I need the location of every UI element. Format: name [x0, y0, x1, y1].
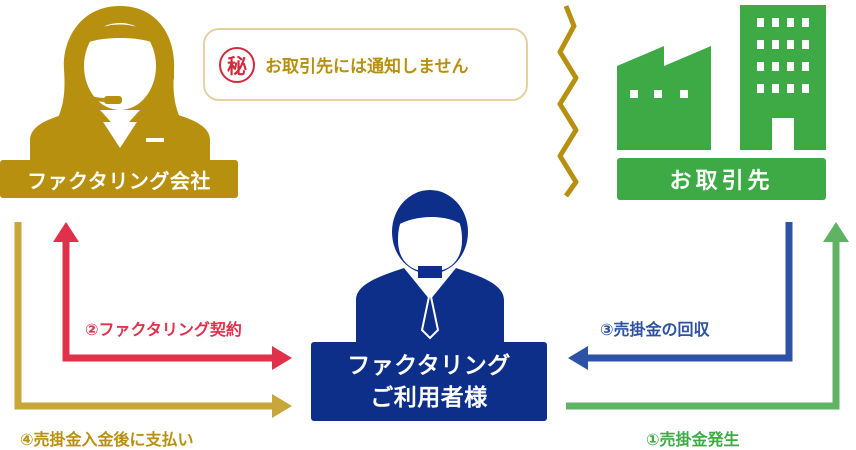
office-building-icon [740, 5, 826, 150]
businessman-icon [356, 190, 504, 342]
arrow-step3-head [568, 346, 588, 370]
arrow-step1-head [823, 222, 849, 242]
step-4-label: ④売掛金入金後に支払い [20, 430, 194, 449]
factoring-user-label: ファクタリング ご利用者様 [311, 342, 547, 421]
factory-icon [617, 46, 711, 150]
speech-text: お取引先には通知しません [265, 57, 469, 77]
step-3-label: ③売掛金の回収 [600, 320, 710, 339]
arrow-step1 [566, 242, 840, 410]
arrow-step2-up-head [53, 222, 79, 242]
secret-stamp-icon: 秘 [219, 46, 255, 83]
speech-bubble: 秘 お取引先には通知しません [203, 28, 528, 101]
operator-icon [30, 6, 210, 160]
arrow-step4 [14, 222, 272, 410]
step-2-label: ②ファクタリング契約 [85, 320, 242, 339]
user-label-line1: ファクタリング [347, 352, 511, 379]
arrow-step2-right-head [272, 346, 292, 370]
arrow-step2 [62, 242, 272, 362]
factoring-company-label: ファクタリング会社 [0, 160, 238, 198]
step-1-label: ①売掛金発生 [646, 430, 740, 449]
arrow-step4-head [272, 394, 292, 418]
divider-zigzag [557, 5, 579, 198]
user-label-line2: ご利用者様 [370, 384, 488, 411]
business-partner-label: お取引先 [617, 158, 826, 200]
arrow-step3 [588, 222, 793, 362]
